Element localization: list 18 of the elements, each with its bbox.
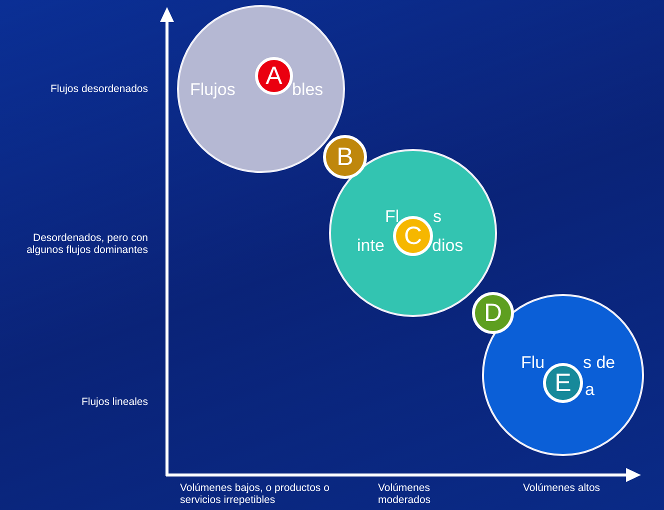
letter-badge: B xyxy=(323,135,367,179)
letter-badge: A xyxy=(255,57,293,95)
axis-label: Desordenados, pero con algunos flujos dominantes xyxy=(26,232,148,256)
circle-label: Flujos xyxy=(190,80,236,100)
circle-label: inte xyxy=(357,236,384,256)
circle-label: a xyxy=(585,380,594,400)
axis-label: Flujos desordenados xyxy=(50,83,148,95)
axis-label: Volúmenes moderados xyxy=(378,482,432,506)
axis-label: Volúmenes bajos, o productos o servicios irrepetibles xyxy=(180,482,330,506)
circle-label: s de xyxy=(583,353,616,373)
axis-label: Volúmenes altos xyxy=(523,482,602,494)
axis-label: Flujos lineales xyxy=(80,396,148,408)
letter-badge: E xyxy=(543,363,583,403)
circle-label: dios xyxy=(432,236,464,256)
letter-badge: D xyxy=(472,292,514,334)
circle-label: Flu xyxy=(521,353,545,373)
circle-label: s xyxy=(433,207,442,227)
circle-label: bles xyxy=(292,80,324,100)
